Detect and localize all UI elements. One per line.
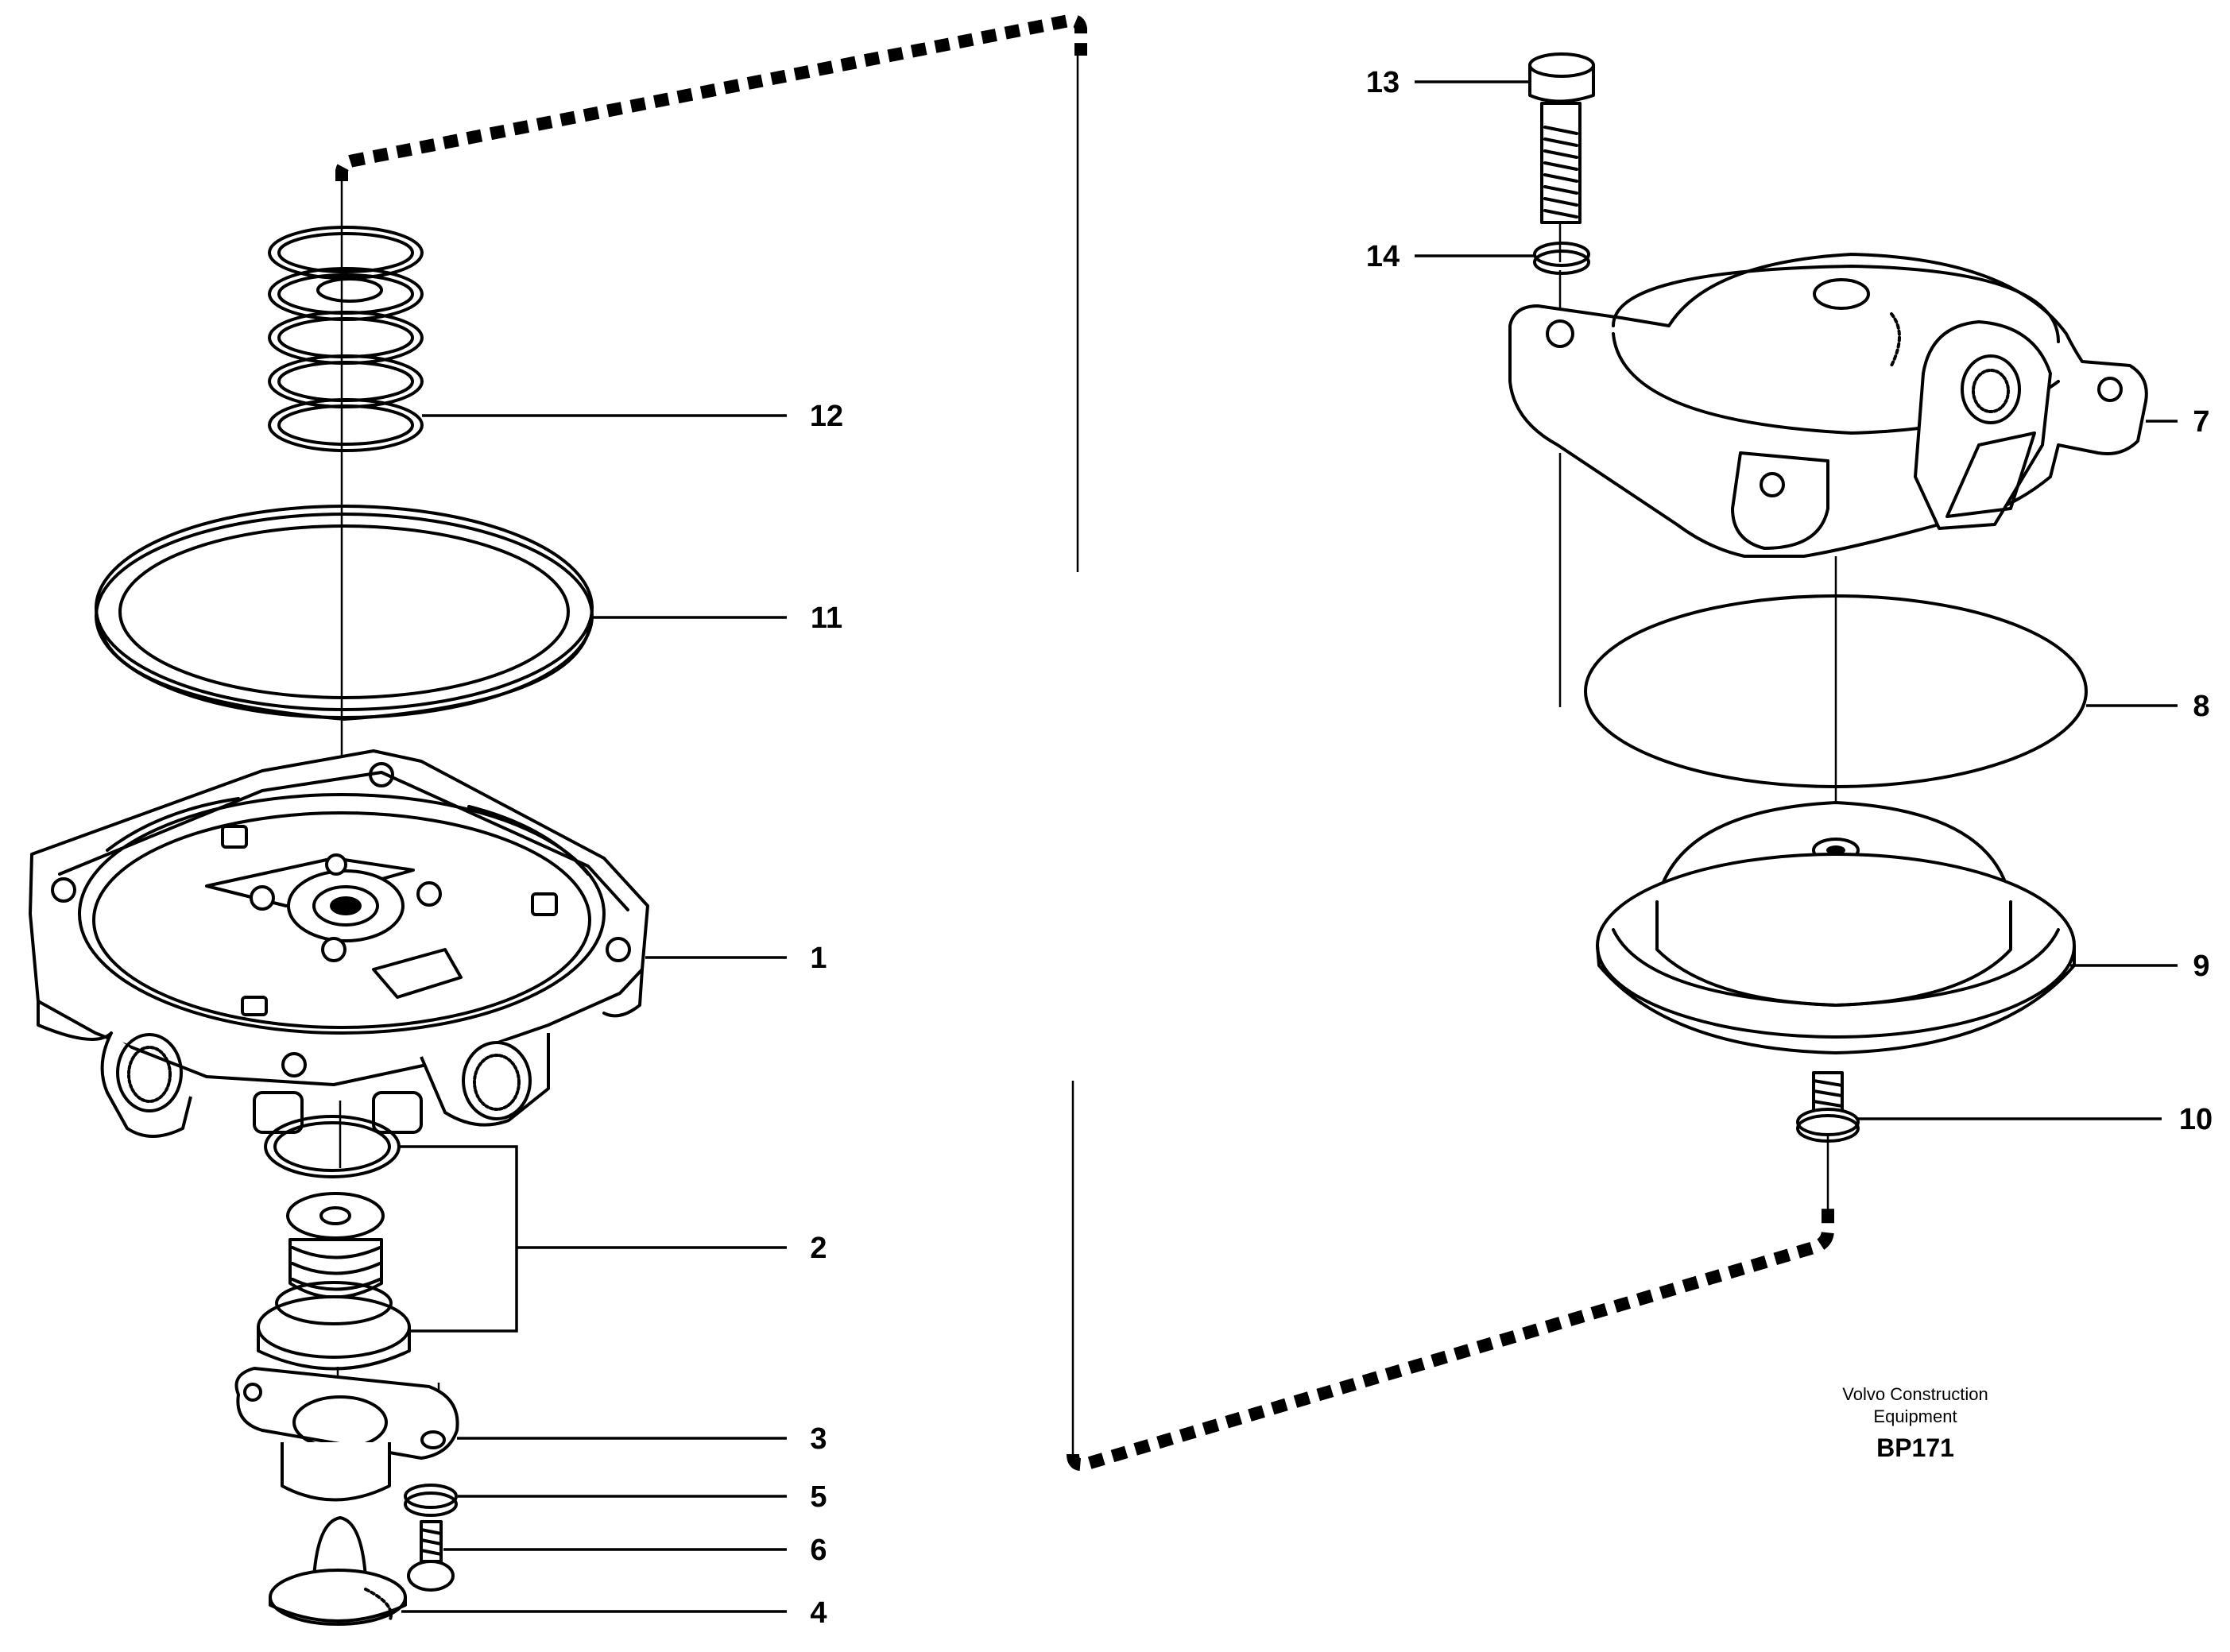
- callout-8: 8: [2086, 690, 2210, 723]
- assembly-path-solid: [1071, 48, 1829, 1454]
- callout-1: 1: [645, 942, 827, 975]
- callout-number: 5: [810, 1480, 827, 1514]
- callout-number: 8: [2193, 690, 2209, 723]
- callout-12: 12: [422, 400, 843, 433]
- screw-10-part: [1796, 1071, 1860, 1143]
- company-name-line1: Volvo Construction: [1842, 1384, 1988, 1404]
- callout-number: 7: [2193, 405, 2209, 439]
- figure-code: BP171: [1876, 1433, 1954, 1462]
- callout-6: 6: [443, 1534, 827, 1567]
- valve-insert-kit-part: [257, 1115, 411, 1371]
- callout-number: 10: [2179, 1103, 2213, 1136]
- callout-14: 14: [1366, 240, 1535, 273]
- valve-housing-part: [29, 749, 649, 1138]
- washer-part: [404, 1484, 458, 1517]
- callout-13: 13: [1366, 66, 1530, 99]
- piston-cup-part: [1596, 801, 2076, 1054]
- top-cover-part: [1508, 253, 2148, 558]
- bolt-part: [1528, 52, 1595, 262]
- callout-number: 6: [810, 1534, 827, 1567]
- callout-7: 7: [2146, 405, 2210, 439]
- callout-number: 1: [810, 942, 827, 975]
- assembly-path-dashed: [335, 14, 1834, 1472]
- spring-part: [268, 226, 424, 452]
- callout-10: 10: [1858, 1103, 2213, 1136]
- flange-cover-part: [234, 1367, 459, 1502]
- callout-number: 14: [1366, 240, 1400, 273]
- callout-number: 13: [1366, 66, 1400, 99]
- callout-number: 11: [811, 602, 842, 635]
- callout-number: 12: [810, 400, 843, 433]
- callout-number: 3: [810, 1422, 827, 1456]
- callout-11: 11: [592, 602, 842, 635]
- callout-number: 2: [810, 1232, 827, 1265]
- callout-9: 9: [2070, 950, 2210, 983]
- callout-number: 9: [2193, 950, 2209, 983]
- callout-4: 4: [401, 1596, 827, 1630]
- callout-2: 2: [399, 1145, 827, 1333]
- company-name-line2: Equipment: [1873, 1406, 1957, 1426]
- callout-number: 4: [810, 1596, 827, 1630]
- plug-part: [269, 1516, 407, 1626]
- screw-part: [407, 1520, 455, 1592]
- callout-3: 3: [457, 1422, 827, 1456]
- figure-footer: Volvo Construction Equipment BP171: [1842, 1384, 1988, 1462]
- callout-5: 5: [458, 1480, 827, 1514]
- sealing-ring-part: [95, 505, 594, 721]
